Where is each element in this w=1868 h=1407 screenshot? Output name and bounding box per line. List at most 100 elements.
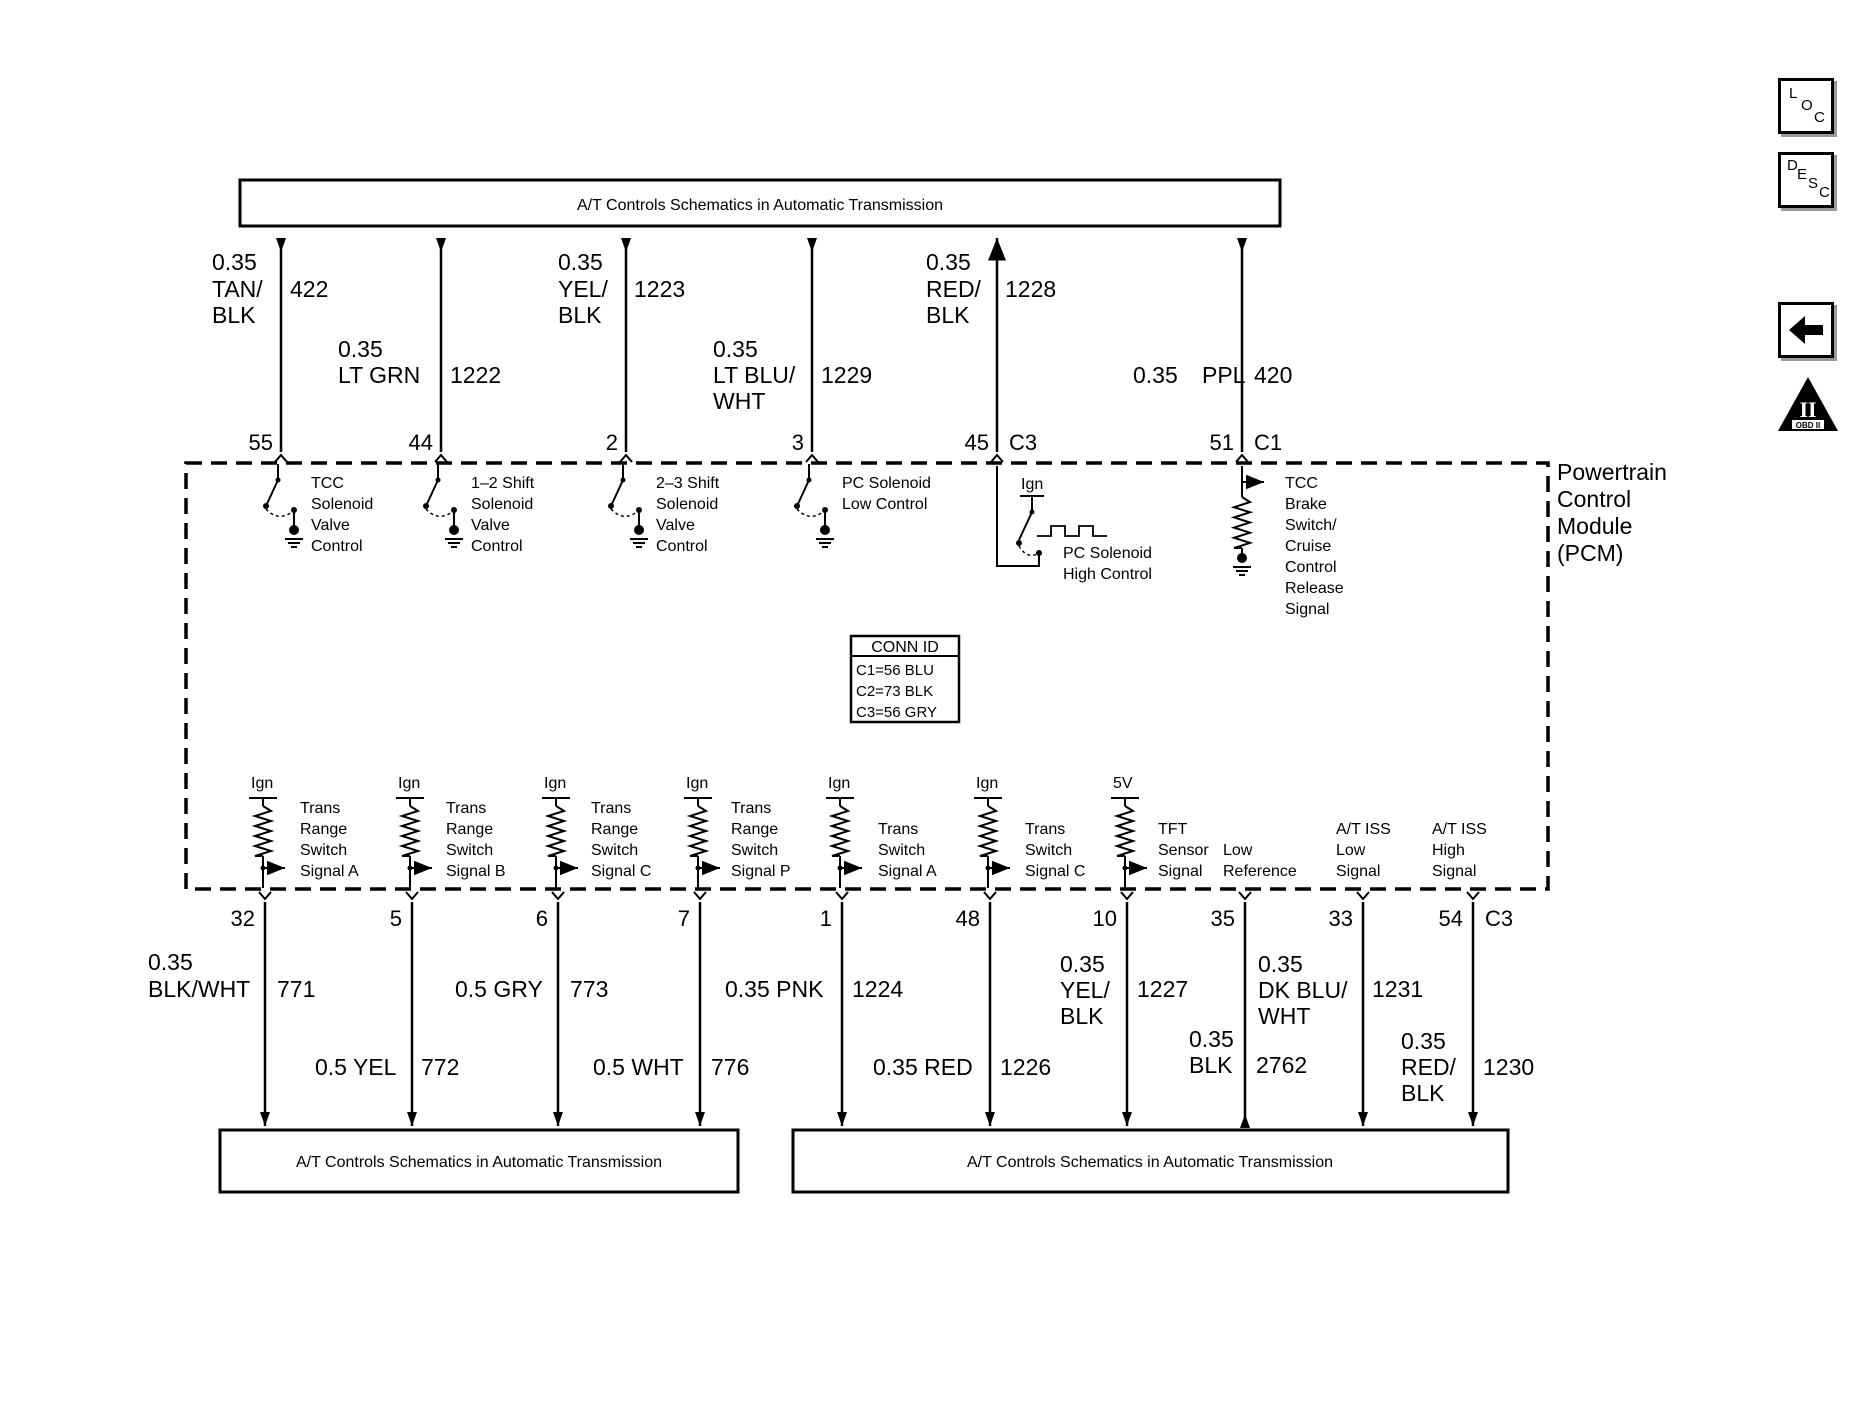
function-label: Control: [656, 538, 708, 555]
circuit-number: 420: [1254, 362, 1292, 388]
connector-id: C1: [1254, 430, 1282, 455]
connector-pin-mark: [805, 453, 819, 463]
pin-number: 54: [1439, 906, 1463, 931]
ground-node: [289, 525, 299, 535]
wire-up-arrow: [1240, 1114, 1250, 1128]
switch-arm: [610, 479, 624, 507]
function-label: PC Solenoid: [842, 475, 931, 492]
bottom-left-reference-box[interactable]: A/T Controls Schematics in Automatic Tra…: [218, 1128, 740, 1194]
pin-number: 10: [1093, 906, 1117, 931]
loc-letter-o: O: [1801, 97, 1813, 114]
desc-letter-c: C: [1819, 184, 1830, 201]
function-label: Signal B: [446, 863, 506, 880]
resistor-icon: [544, 805, 568, 857]
wire-color: BLK: [212, 302, 256, 328]
back-button[interactable]: [1778, 302, 1834, 358]
switch-arm: [1018, 511, 1033, 541]
ground-node: [820, 525, 830, 535]
pin-number: 33: [1329, 906, 1353, 931]
top-box-label: A/T Controls Schematics in Automatic Tra…: [577, 197, 943, 214]
switch-link: [1018, 545, 1040, 557]
junction-dot: [407, 865, 413, 871]
function-label: Switch: [446, 842, 493, 859]
wire-down-arrow: [837, 1112, 847, 1126]
function-label: Range: [731, 821, 778, 838]
circuit-number: 1229: [821, 362, 872, 388]
internal-wire: [996, 466, 1040, 567]
wire-size: 0.35: [1258, 951, 1303, 977]
pin-number: 45: [965, 430, 989, 455]
wire-down-arrow: [695, 1112, 705, 1126]
svg-text:Module: Module: [1557, 513, 1632, 539]
location-button[interactable]: L O C: [1778, 78, 1834, 134]
pin-number: 5: [390, 906, 402, 931]
pin-number: 2: [606, 430, 618, 455]
function-label: Switch: [300, 842, 347, 859]
supply-label: Ign: [976, 775, 998, 792]
wire-size: 0.35 PNK: [725, 976, 824, 1002]
function-label: TCC: [1285, 475, 1318, 492]
top-circuits: 0.35TAN/BLK42255TCCSolenoidValveControl0…: [212, 238, 1344, 618]
function-label: Switch: [591, 842, 638, 859]
desc-letter-e: E: [1797, 166, 1808, 183]
wire-color: LT GRN: [338, 362, 420, 388]
bottom-left-box-label: A/T Controls Schematics in Automatic Tra…: [296, 1154, 662, 1171]
ground-node: [634, 525, 644, 535]
resistor-icon: [686, 805, 710, 857]
wire-size: 0.5 YEL: [315, 1054, 397, 1080]
description-button[interactable]: D E S C: [1778, 152, 1834, 208]
wire-down-arrow: [553, 1112, 563, 1126]
svg-text:C2=73 BLK: C2=73 BLK: [856, 683, 933, 700]
obd-ii-button[interactable]: II OBD II: [1776, 375, 1840, 433]
function-label: Valve: [471, 517, 510, 534]
circuit-number: 1231: [1372, 976, 1423, 1002]
function-label: Switch: [878, 842, 925, 859]
desc-letter-d: D: [1787, 157, 1798, 174]
pin-number: 1: [820, 906, 832, 931]
connector-pin-mark: [835, 891, 849, 901]
circuit-number: 773: [570, 976, 608, 1002]
wire-color: BLK: [558, 302, 602, 328]
function-label: Control: [1285, 559, 1337, 576]
wire-color: YEL/: [558, 276, 608, 302]
top-reference-box[interactable]: A/T Controls Schematics in Automatic Tra…: [238, 178, 1282, 228]
pcm-label: Powertrain Control Module (PCM): [1557, 459, 1667, 566]
resistor-icon: [828, 805, 852, 857]
wire-color: BLK/WHT: [148, 976, 250, 1002]
junction-dot: [553, 865, 559, 871]
wire-color: BLK: [1189, 1052, 1233, 1078]
function-label: Signal: [1432, 863, 1476, 880]
svg-text:CONN ID: CONN ID: [871, 639, 939, 656]
switch-contact: [608, 503, 614, 509]
bottom-right-reference-box[interactable]: A/T Controls Schematics in Automatic Tra…: [791, 1128, 1510, 1194]
svg-text:C1=56 BLU: C1=56 BLU: [856, 662, 934, 679]
supply-label: Ign: [544, 775, 566, 792]
circuit-number: 1230: [1483, 1054, 1534, 1080]
pwm-waveform-icon: [1037, 525, 1107, 537]
wire-size: 0.35: [558, 249, 603, 275]
connector-pin-mark: [551, 891, 565, 901]
supply-label: Ign: [398, 775, 420, 792]
resistor-icon: [976, 805, 1000, 857]
connector-pin-mark: [619, 453, 633, 463]
wire-down-arrow: [621, 238, 631, 252]
connector-pin-mark: [274, 453, 288, 463]
function-label: Signal C: [591, 863, 651, 880]
circuit-number: 422: [290, 276, 328, 302]
connector-id: C3: [1009, 430, 1037, 455]
function-label: Cruise: [1285, 538, 1331, 555]
circuit-number: 776: [711, 1054, 749, 1080]
pin-number: 3: [792, 430, 804, 455]
wire-size: 0.35: [1401, 1028, 1446, 1054]
pin-number: 6: [536, 906, 548, 931]
wire-down-arrow: [1122, 1112, 1132, 1126]
